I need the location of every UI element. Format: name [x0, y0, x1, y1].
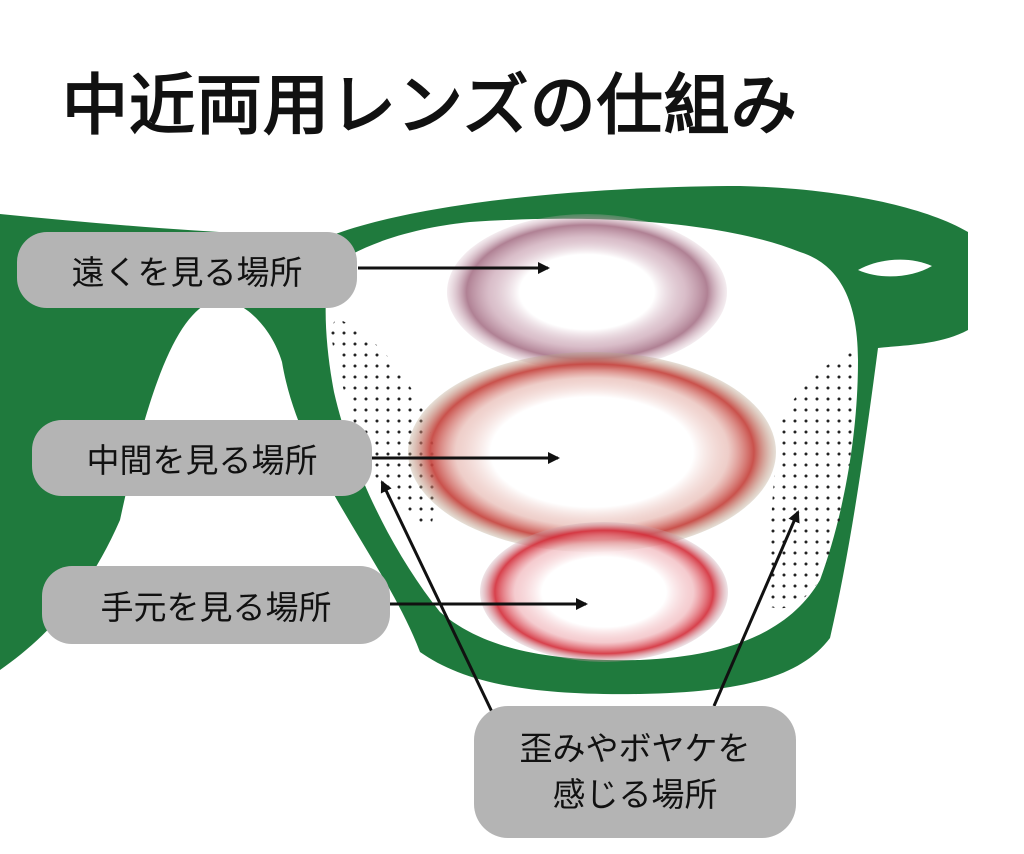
distortion-zone-left [330, 318, 437, 530]
label-distortion-line1: 歪みやボヤケを [519, 728, 751, 768]
label-distance-text: 遠くを見る場所 [71, 253, 303, 292]
diagram-title: 中近両用レンズの仕組み [62, 67, 798, 144]
label-distortion-zone: 歪みやボヤケを 感じる場所 [474, 706, 796, 838]
middle-zone [408, 352, 776, 552]
distance-zone [447, 214, 727, 370]
arrow-distortion-left [380, 480, 494, 713]
near-zone [480, 522, 728, 662]
label-near-zone: 手元を見る場所 [42, 566, 390, 644]
arrow-distortion-right [712, 510, 800, 707]
hinge-slot [858, 259, 932, 277]
label-near-text: 手元を見る場所 [100, 588, 332, 627]
label-distortion-line2: 感じる場所 [552, 775, 718, 814]
distortion-zone-right [768, 350, 855, 609]
label-middle-text: 中間を見る場所 [86, 441, 318, 480]
label-middle-zone: 中間を見る場所 [32, 420, 372, 496]
label-distance-zone: 遠くを見る場所 [17, 232, 357, 308]
